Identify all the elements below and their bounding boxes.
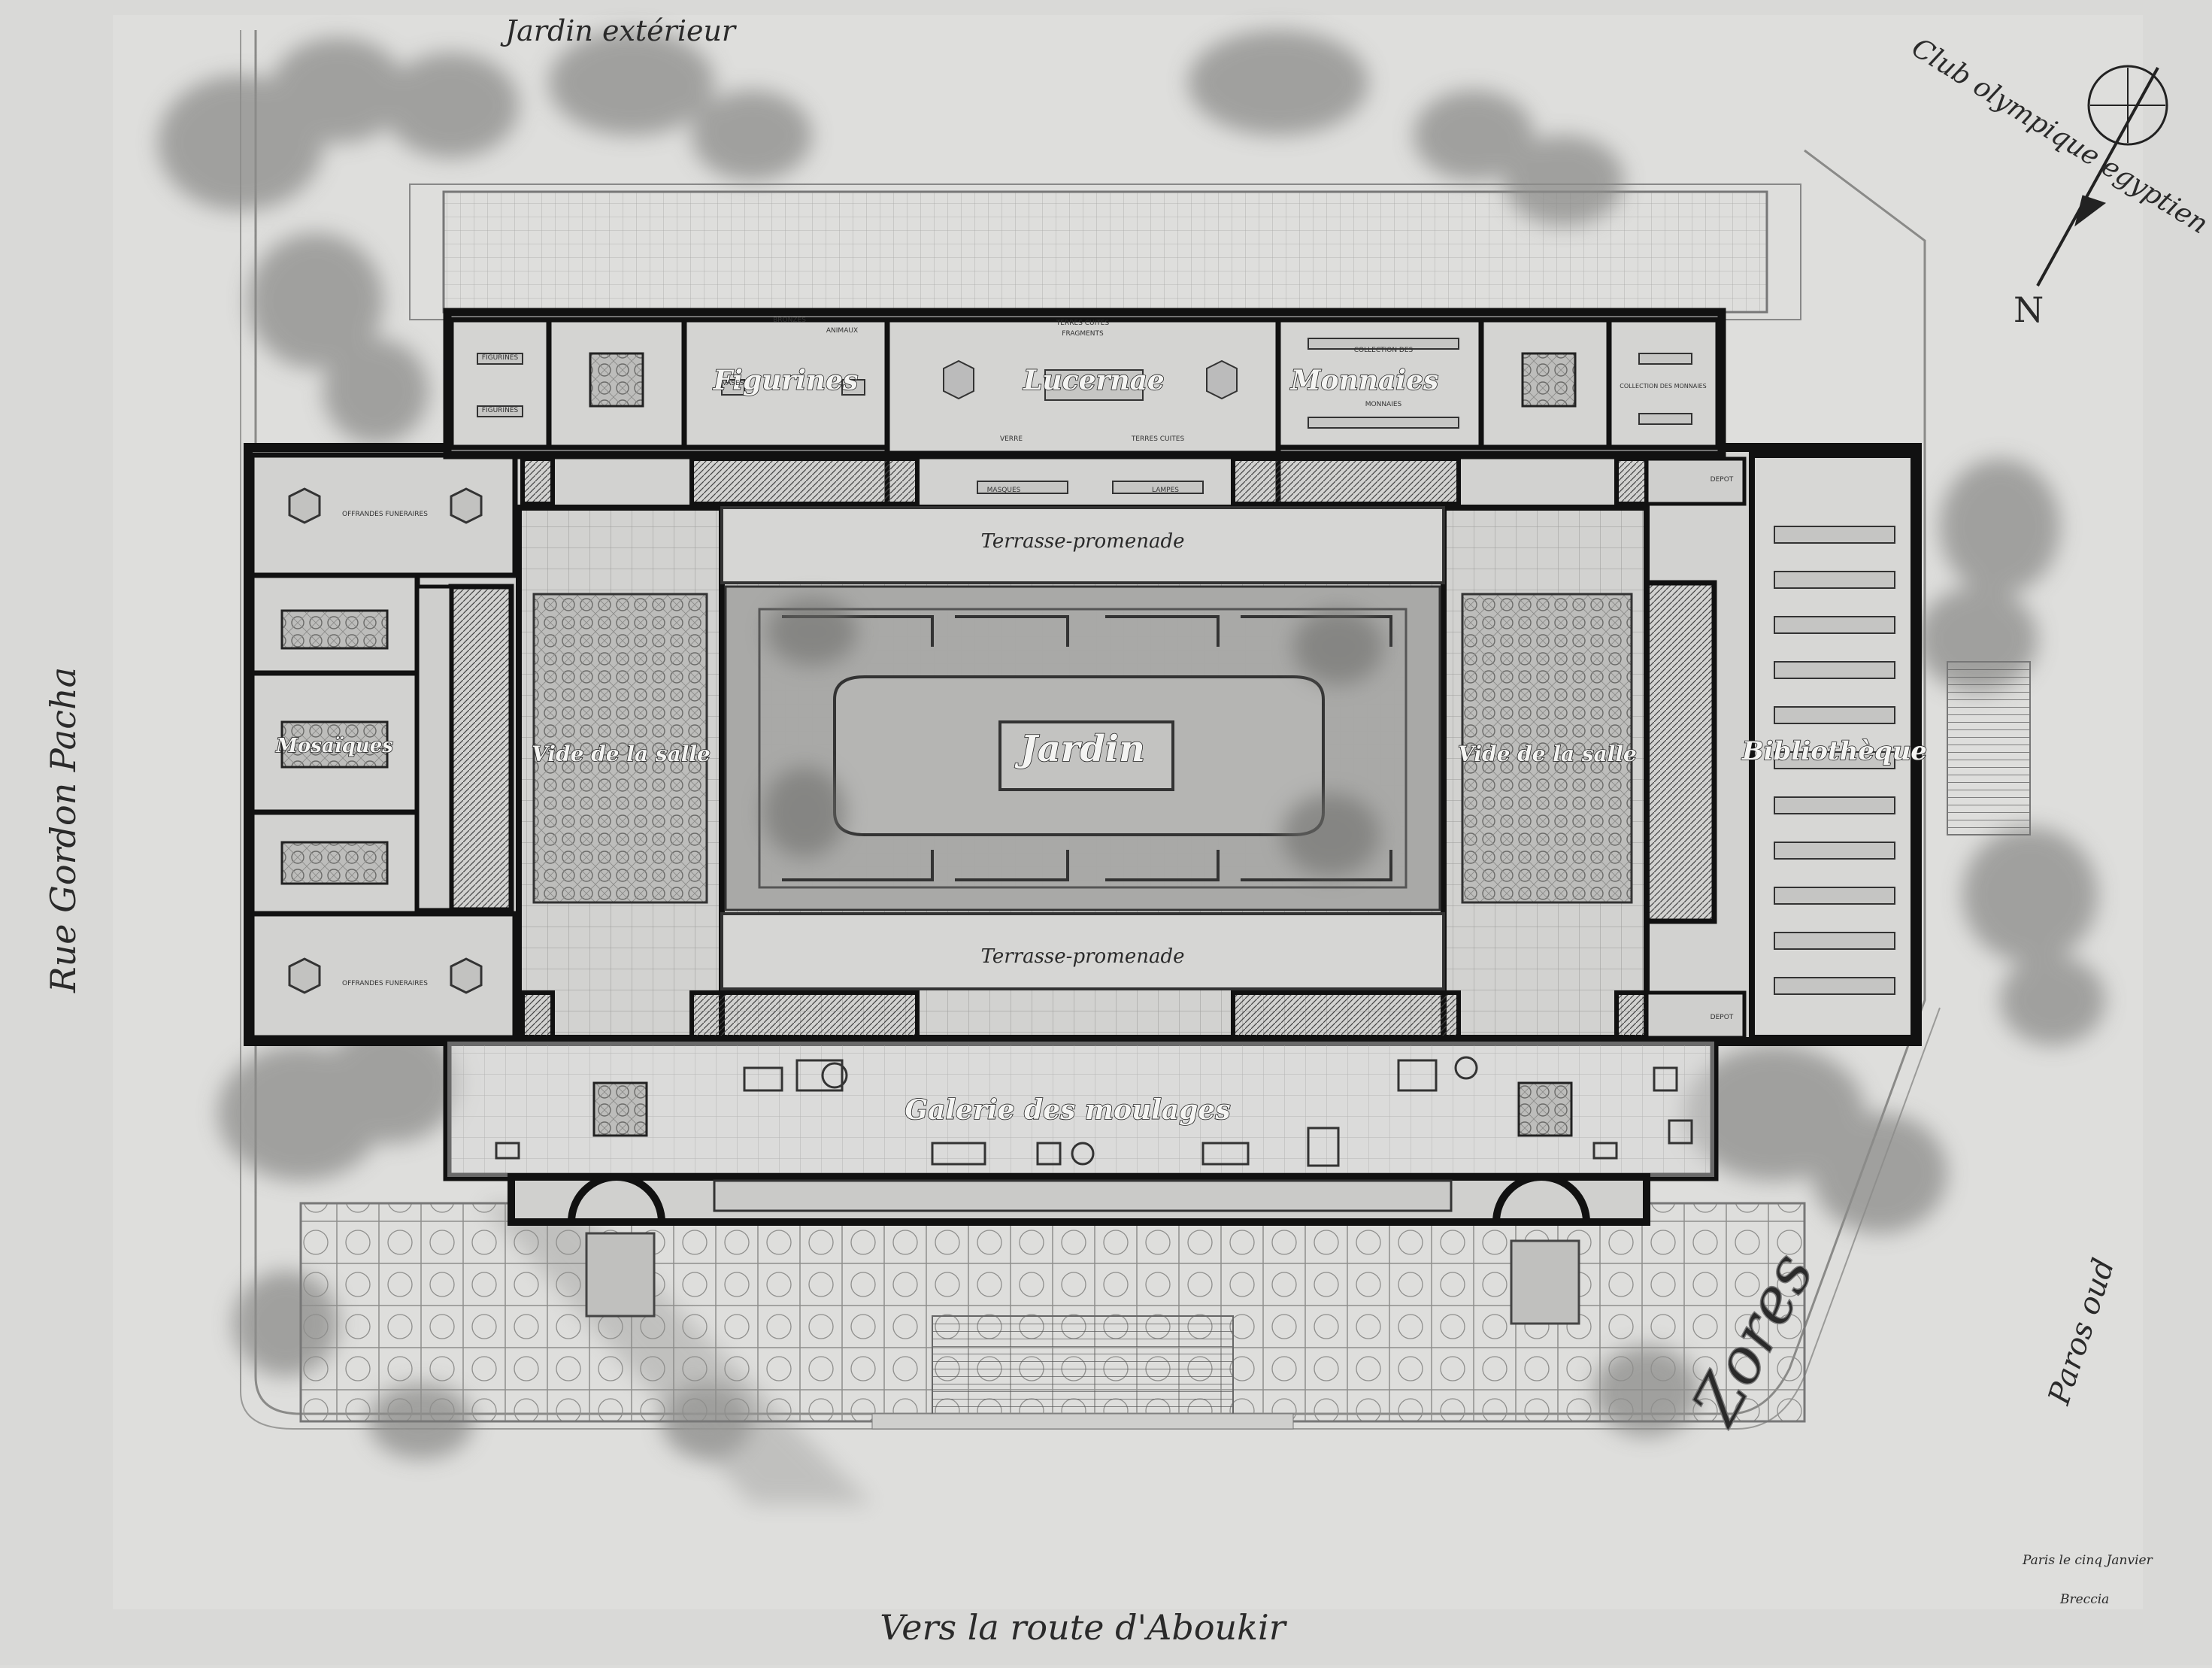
pedestal-right bbox=[1510, 1239, 1580, 1325]
small-label: MASQUES bbox=[987, 487, 1021, 494]
handwritten-note-line2: Breccia bbox=[2059, 1592, 2109, 1607]
small-label: FIGURINES bbox=[482, 354, 519, 362]
label-coins: Monnaies bbox=[1289, 365, 1438, 396]
small-label: DEPOT bbox=[1711, 1014, 1734, 1021]
handwritten-note-line1: Paris le cinq Janvier bbox=[2022, 1553, 2153, 1568]
gallery-wing bbox=[443, 1037, 1719, 1181]
label-library: Bibliothèque bbox=[1741, 736, 1927, 766]
label-mosaics: Mosaïques bbox=[275, 735, 393, 757]
small-label: BRONZES bbox=[773, 317, 806, 324]
label-left-street: Rue Gordon Pacha bbox=[43, 667, 83, 993]
label-hall-right: Vide de la salle bbox=[1458, 742, 1637, 766]
pedestal-left bbox=[585, 1232, 656, 1318]
small-label: COLLECTION DES bbox=[1354, 347, 1414, 354]
small-label: ANIMAUX bbox=[826, 327, 858, 335]
small-label: FIGURINES bbox=[482, 407, 519, 414]
small-label: DEPOT bbox=[1711, 476, 1734, 484]
trees bbox=[158, 30, 2105, 1459]
small-label: COLLECTION DES MONNAIES bbox=[1620, 383, 1706, 390]
label-terrace-bottom: Terrasse-promenade bbox=[981, 945, 1185, 968]
west-staircase bbox=[448, 584, 514, 913]
terrace-north bbox=[720, 506, 1445, 584]
small-label: MONNAIES bbox=[1365, 401, 1402, 408]
label-top-garden: Jardin extérieur bbox=[500, 14, 738, 47]
label-hall-left: Vide de la salle bbox=[532, 742, 711, 766]
small-label: VASES bbox=[723, 380, 744, 387]
label-terrace-top: Terrasse-promenade bbox=[981, 530, 1185, 553]
small-label: TERRES CUITES bbox=[1056, 320, 1110, 327]
terrace-south bbox=[720, 912, 1445, 990]
label-lamps: Lucernae bbox=[1023, 365, 1165, 396]
label-figurines: Figurines bbox=[713, 365, 859, 396]
small-label: LAMPES bbox=[1152, 487, 1179, 494]
small-label: FRAGMENTS bbox=[1062, 330, 1104, 338]
label-bottom-road: Vers la route d'Aboukir bbox=[880, 1607, 1288, 1648]
small-label: VERRE bbox=[1000, 435, 1023, 443]
north-wing-rooms bbox=[448, 317, 1721, 511]
label-north: N bbox=[2014, 290, 2044, 330]
label-casts-gallery: Galerie des moulages bbox=[904, 1094, 1230, 1126]
entrance-stairs bbox=[932, 1315, 1234, 1422]
east-staircase bbox=[1644, 580, 1717, 924]
small-label: TERRES CUITES bbox=[1131, 435, 1185, 443]
small-label: OFFRANDES FUNERAIRES bbox=[342, 511, 428, 518]
label-garden: Jardin bbox=[1014, 728, 1145, 770]
north-arrow-icon bbox=[2036, 65, 2168, 287]
small-label: OFFRANDES FUNERAIRES bbox=[342, 980, 428, 987]
